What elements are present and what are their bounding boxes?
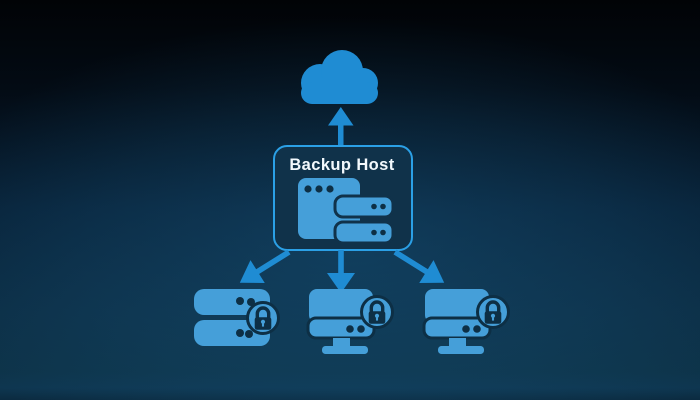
cloud-icon (301, 50, 378, 104)
window-dot (304, 185, 312, 193)
server-window-icon (298, 178, 395, 245)
drive-led (236, 297, 244, 305)
window-dot (315, 185, 323, 193)
server-led (371, 203, 377, 210)
drive-led (236, 329, 244, 337)
drive-led (247, 298, 255, 306)
drive-led (245, 330, 253, 338)
arrow-down-icon (327, 250, 355, 293)
server-stack-lock-icon (194, 289, 281, 346)
server-bar (333, 194, 395, 219)
server-led (371, 229, 377, 236)
server-bar (333, 220, 395, 245)
window-dot (326, 185, 334, 193)
upload-arrow-icon (328, 107, 354, 147)
workstation-lock-icon-right (424, 289, 509, 354)
backup-host-label: Backup Host (289, 156, 394, 174)
server-led (380, 203, 386, 210)
workstation-lock-icon-middle (308, 289, 393, 354)
server-led (380, 229, 386, 236)
